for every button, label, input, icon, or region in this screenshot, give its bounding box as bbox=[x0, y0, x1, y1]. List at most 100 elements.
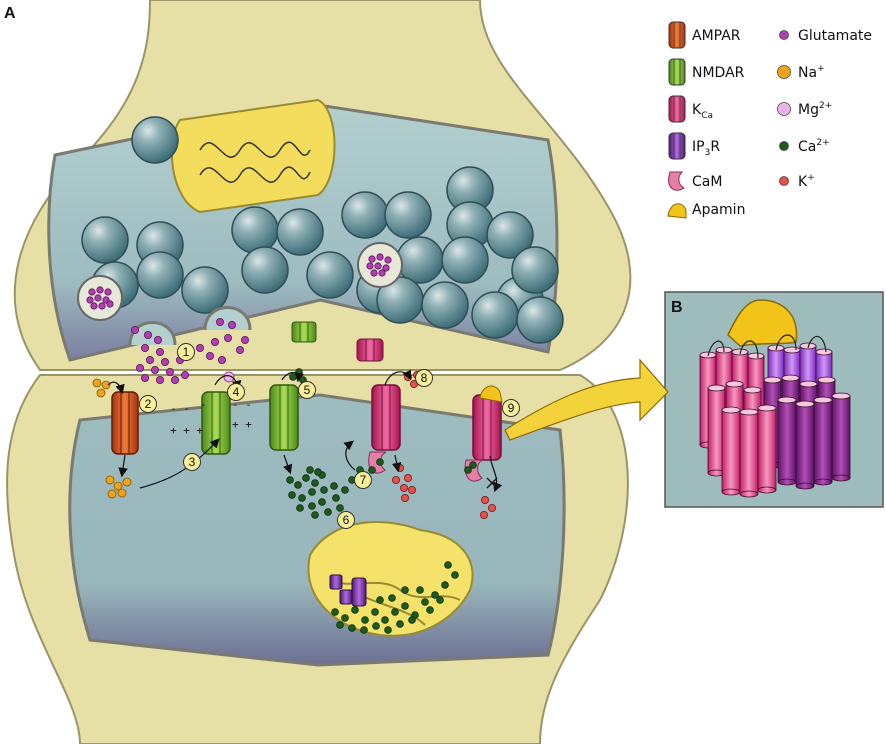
calcium-dot bbox=[306, 466, 314, 474]
glutamate-dot bbox=[165, 367, 174, 376]
panel-b: B bbox=[664, 291, 884, 508]
step-number: 7 bbox=[360, 473, 367, 487]
glutamate-dot bbox=[98, 302, 106, 310]
fusing-vesicle bbox=[128, 321, 177, 346]
potassium-dot bbox=[399, 483, 408, 492]
ip3r-free bbox=[329, 574, 343, 590]
helix-cylinder bbox=[721, 406, 741, 496]
legend-item: Mg2+ bbox=[777, 101, 832, 118]
legend-label: NMDAR bbox=[692, 65, 745, 81]
vesicle bbox=[341, 191, 389, 239]
vesicle bbox=[396, 236, 444, 284]
vesicle bbox=[241, 246, 289, 294]
step-number: 8 bbox=[421, 371, 428, 385]
glutamate-dot bbox=[195, 343, 204, 352]
calcium-dot bbox=[296, 504, 304, 512]
glutamate-dot bbox=[205, 351, 214, 360]
step-badge-3: 3 bbox=[183, 453, 201, 471]
calcium-dot bbox=[376, 596, 384, 604]
calcium-dot bbox=[302, 474, 310, 482]
kca-channel-structure bbox=[699, 334, 851, 498]
legend-item: Ca2+ bbox=[779, 138, 830, 155]
glutamate-dot bbox=[150, 365, 159, 374]
loaded-vesicle bbox=[77, 275, 123, 321]
vesicle bbox=[516, 296, 564, 344]
calcium-dot bbox=[431, 591, 439, 599]
vesicle bbox=[276, 208, 324, 256]
magnesium-dot-icon bbox=[777, 102, 791, 116]
calcium-dot bbox=[381, 616, 389, 624]
glutamate-dot bbox=[143, 330, 152, 339]
legend-item: AMPAR bbox=[668, 21, 741, 49]
vesicle bbox=[181, 266, 229, 314]
legend-label: Apamin bbox=[692, 202, 745, 218]
legend-item: Glutamate bbox=[779, 28, 872, 44]
step-badge-9: 9 bbox=[502, 399, 520, 417]
legend-label: KCa bbox=[692, 102, 713, 121]
calcium-dot bbox=[314, 468, 322, 476]
ip3r-free bbox=[339, 589, 353, 605]
glutamate-dot bbox=[370, 269, 378, 277]
calcium-dot bbox=[401, 586, 409, 594]
calcium-dot bbox=[401, 602, 409, 610]
glutamate-dot bbox=[86, 296, 94, 304]
calcium-dot bbox=[388, 594, 396, 602]
step-number: 3 bbox=[189, 455, 196, 469]
vesicle bbox=[471, 291, 519, 339]
calcium-dot bbox=[451, 571, 459, 579]
nmdar-internalized bbox=[291, 321, 317, 343]
zoom-arrow bbox=[504, 358, 669, 441]
calcium-dot bbox=[330, 482, 338, 490]
ampar-icon bbox=[668, 21, 686, 49]
sodium-dot bbox=[117, 488, 127, 498]
glutamate-dot bbox=[217, 355, 226, 364]
step-number: 5 bbox=[304, 383, 311, 397]
step-number: 4 bbox=[233, 385, 240, 399]
calcium-dot bbox=[396, 620, 404, 628]
sodium-dot bbox=[105, 475, 115, 485]
calcium-dot bbox=[320, 486, 328, 494]
blocked-mark bbox=[486, 477, 498, 489]
helix-loop bbox=[707, 340, 725, 357]
kca-internalized bbox=[356, 338, 384, 362]
calcium-dot bbox=[351, 606, 359, 614]
glutamate-dot bbox=[368, 255, 376, 263]
glutamate-dot bbox=[223, 333, 232, 342]
legend-label: CaM bbox=[692, 174, 722, 190]
sodium-dot-icon bbox=[777, 65, 791, 79]
helix-loop bbox=[775, 334, 797, 351]
vesicle bbox=[441, 236, 489, 284]
calcium-dot bbox=[286, 476, 294, 484]
helix-cylinder bbox=[795, 400, 815, 490]
legend-label: AMPAR bbox=[692, 28, 741, 44]
glutamate-dot-icon bbox=[779, 30, 789, 40]
calcium-dot bbox=[308, 502, 316, 510]
glutamate-dot bbox=[90, 302, 98, 310]
calcium-dot bbox=[331, 608, 339, 616]
kca-icon bbox=[668, 95, 686, 123]
negative-charges: - bbox=[200, 398, 207, 411]
potassium-dot bbox=[400, 493, 409, 502]
glutamate-dot bbox=[104, 288, 112, 296]
calcium-dot bbox=[336, 621, 344, 629]
mitochondrion bbox=[170, 98, 336, 214]
legend-label: Mg2+ bbox=[798, 101, 832, 118]
glutamate-dot bbox=[180, 370, 189, 379]
calcium-dot bbox=[288, 491, 296, 499]
legend-label: Glutamate bbox=[798, 28, 872, 44]
legend: AMPARNMDARKCaIP3RCaMApaminGlutamateNa+Mg… bbox=[667, 21, 872, 219]
sodium-dot bbox=[101, 380, 111, 390]
potassium-dot bbox=[487, 503, 496, 512]
ip3r-icon bbox=[668, 132, 686, 160]
calcium-dot bbox=[464, 466, 472, 474]
step-badge-7: 7 bbox=[354, 471, 372, 489]
glutamate-dot bbox=[153, 335, 162, 344]
potassium-dot bbox=[403, 473, 412, 482]
fusing-vesicle bbox=[203, 306, 252, 331]
helix-cylinder bbox=[777, 396, 797, 486]
calcium-dot bbox=[444, 561, 452, 569]
panel-label-b: B bbox=[671, 299, 683, 316]
vesicle bbox=[306, 251, 354, 299]
calcium-dot bbox=[294, 481, 302, 489]
